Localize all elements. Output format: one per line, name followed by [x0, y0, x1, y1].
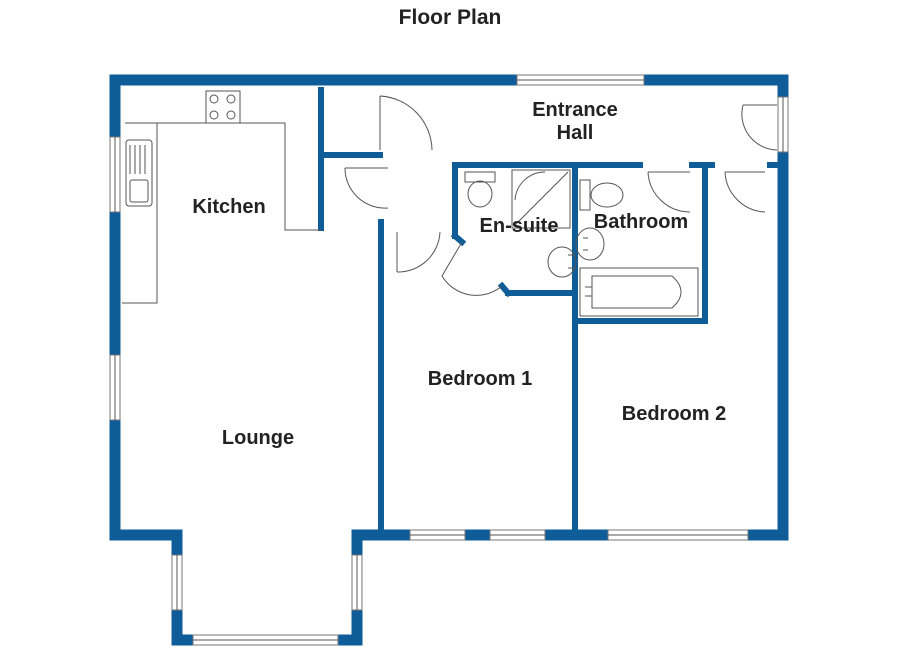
- bathroom-basin-icon: [575, 227, 605, 261]
- label-kitchen: Kitchen: [192, 196, 265, 218]
- hob-icon: [205, 90, 241, 124]
- kitchen-fittings: [122, 90, 321, 304]
- bath-icon: [579, 267, 699, 317]
- en-suite-fittings: [464, 169, 577, 278]
- label-bedroom-2: Bedroom 2: [622, 403, 726, 425]
- shower-tray-icon: [511, 169, 571, 229]
- bathroom-toilet-icon: [579, 179, 591, 211]
- label-bathroom: Bathroom: [594, 211, 688, 233]
- en-suite-toilet-icon: [464, 171, 496, 183]
- plan-title: Floor Plan: [398, 6, 502, 29]
- label-bedroom-1: Bedroom 1: [428, 368, 532, 390]
- label-entrance-hall-1: Entrance: [532, 99, 618, 121]
- label-entrance-hall-2: Hall: [557, 122, 594, 144]
- internal-walls: [318, 87, 781, 531]
- sink-icon: [125, 139, 153, 207]
- room-labels: Entrance Hall Kitchen En-suite Bathroom …: [192, 99, 726, 449]
- label-lounge: Lounge: [222, 427, 294, 449]
- bathroom-fittings: [575, 179, 699, 317]
- label-en-suite: En-suite: [480, 215, 559, 237]
- doors: [344, 95, 778, 296]
- windows: [109, 74, 789, 646]
- en-suite-basin-icon: [547, 246, 577, 278]
- outer-walls: [109, 74, 789, 646]
